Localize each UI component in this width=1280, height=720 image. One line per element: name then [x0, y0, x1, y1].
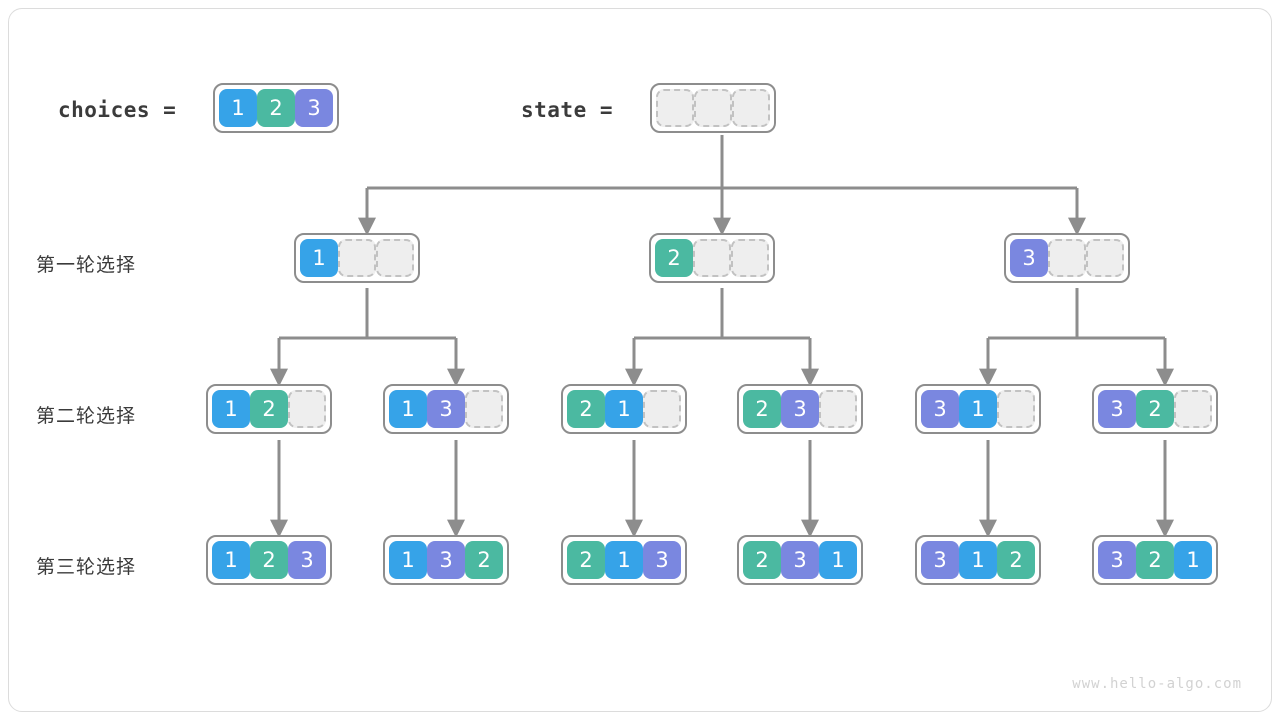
r2n4-cell-2: [819, 390, 857, 428]
r2n2-cell-0: 1: [389, 390, 427, 428]
diagram-frame: [8, 8, 1272, 712]
choices-cell-1: 2: [257, 89, 295, 127]
r1n2-cell-1: [693, 239, 731, 277]
r3n5-cell-1: 1: [959, 541, 997, 579]
r3n1-cell-2: 3: [288, 541, 326, 579]
r2n3-cell-2: [643, 390, 681, 428]
state-cell-0: [656, 89, 694, 127]
watermark: www.hello-algo.com: [1072, 676, 1242, 692]
r2n6-cell-0: 3: [1098, 390, 1136, 428]
r3n3-cell-2: 3: [643, 541, 681, 579]
r3n4-cell-0: 2: [743, 541, 781, 579]
r2n6-cell-2: [1174, 390, 1212, 428]
choices-cell-2: 3: [295, 89, 333, 127]
r1n3-cell-2: [1086, 239, 1124, 277]
r3n6-cell-2: 1: [1174, 541, 1212, 579]
r2n2-cell-1: 3: [427, 390, 465, 428]
row-label-round-3: 第三轮选择: [36, 556, 137, 578]
r2n1-cell-0: 1: [212, 390, 250, 428]
r3n3-cell-1: 1: [605, 541, 643, 579]
r3n6-cell-1: 2: [1136, 541, 1174, 579]
state-label: state =: [521, 98, 614, 122]
r2n1-cell-2: [288, 390, 326, 428]
state-array-round-1-node-2: 2: [649, 233, 775, 283]
state-array: [650, 83, 776, 133]
r2n5-cell-1: 1: [959, 390, 997, 428]
r2n4-cell-0: 2: [743, 390, 781, 428]
choices-cell-0: 1: [219, 89, 257, 127]
r3n5-cell-0: 3: [921, 541, 959, 579]
state-array-round-1-node-1: 1: [294, 233, 420, 283]
choices-label: choices =: [58, 98, 177, 122]
r1n1-cell-0: 1: [300, 239, 338, 277]
r3n2-cell-0: 1: [389, 541, 427, 579]
r2n3-cell-1: 1: [605, 390, 643, 428]
r2n5-cell-0: 3: [921, 390, 959, 428]
row-label-round-1: 第一轮选择: [36, 254, 137, 276]
state-array-round-1-node-3: 3: [1004, 233, 1130, 283]
r2n1-cell-1: 2: [250, 390, 288, 428]
r1n1-cell-2: [376, 239, 414, 277]
row-label-round-2: 第二轮选择: [36, 405, 137, 427]
r3n1-cell-1: 2: [250, 541, 288, 579]
r2n4-cell-1: 3: [781, 390, 819, 428]
r2n5-cell-2: [997, 390, 1035, 428]
r3n1-cell-0: 1: [212, 541, 250, 579]
state-cell-1: [694, 89, 732, 127]
r1n2-cell-2: [731, 239, 769, 277]
r1n1-cell-1: [338, 239, 376, 277]
r3n2-cell-1: 3: [427, 541, 465, 579]
r3n4-cell-2: 1: [819, 541, 857, 579]
r3n4-cell-1: 3: [781, 541, 819, 579]
r3n6-cell-0: 3: [1098, 541, 1136, 579]
r2n2-cell-2: [465, 390, 503, 428]
r3n3-cell-0: 2: [567, 541, 605, 579]
r2n6-cell-1: 2: [1136, 390, 1174, 428]
state-cell-2: [732, 89, 770, 127]
r1n3-cell-0: 3: [1010, 239, 1048, 277]
r1n2-cell-0: 2: [655, 239, 693, 277]
r3n2-cell-2: 2: [465, 541, 503, 579]
r1n3-cell-1: [1048, 239, 1086, 277]
r2n3-cell-0: 2: [567, 390, 605, 428]
r3n5-cell-2: 2: [997, 541, 1035, 579]
